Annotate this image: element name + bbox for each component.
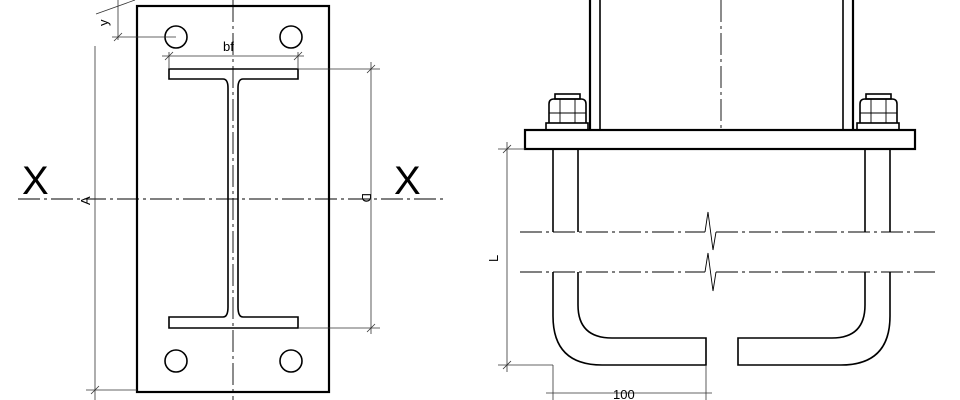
a-dimension: A [78, 46, 137, 400]
section-marker-x-right: X [394, 159, 421, 203]
d-label: D [359, 193, 374, 202]
l-dimension: L [486, 142, 553, 372]
bolt-hole-top-right [279, 25, 303, 49]
y-dimension: y [95, 0, 176, 42]
d-dimension: D [298, 62, 380, 334]
bolt-hole-bottom-left [164, 349, 188, 373]
base-plate-elevation [523, 128, 917, 151]
l-label: L [486, 255, 501, 262]
break-line-upper [520, 211, 935, 251]
bf-dimension: bf [162, 39, 304, 68]
dimension-100: 100 [546, 365, 712, 400]
dimension-100-label: 100 [613, 387, 635, 400]
bolt-hole-bottom-right [279, 349, 303, 373]
nut-left [545, 93, 589, 131]
anchor-bolt-right-hook [737, 272, 891, 366]
section-marker-x-left: X [22, 159, 49, 203]
plan-view: bf y A D X X [18, 0, 446, 400]
anchor-bolt-left-hook [552, 272, 707, 366]
break-line-lower [520, 252, 935, 292]
bf-label: bf [223, 39, 234, 54]
y-label: y [96, 19, 111, 26]
nut-right [856, 93, 900, 131]
i-beam-section [168, 68, 299, 329]
elevation-view: L 100 [486, 0, 935, 400]
a-label: A [78, 196, 93, 205]
